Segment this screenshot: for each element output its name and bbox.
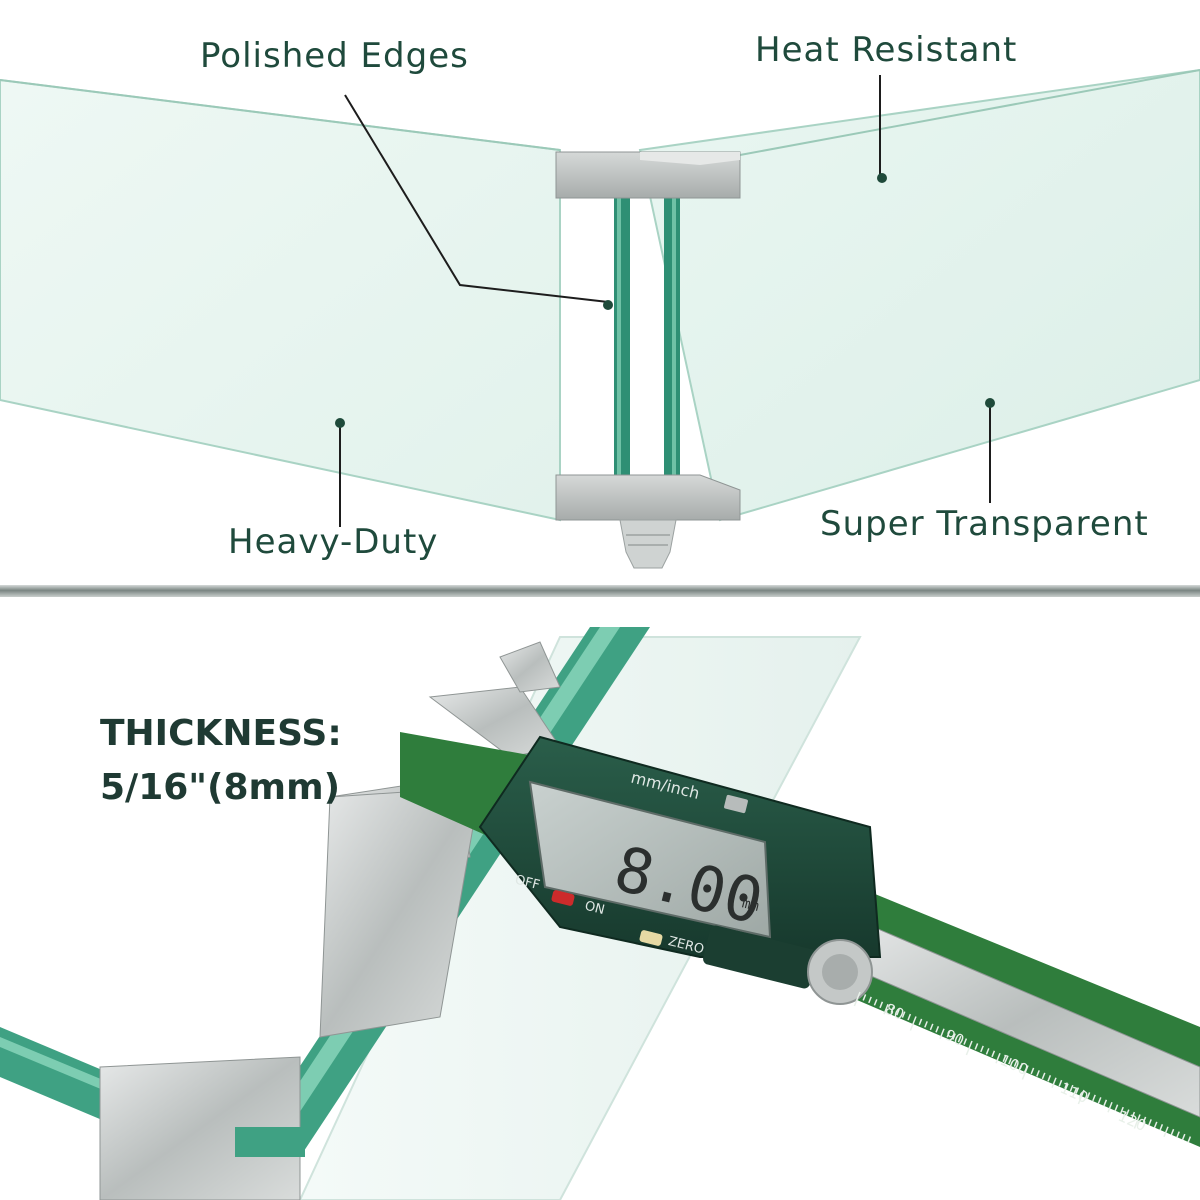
scale-tick: [946, 1030, 951, 1038]
scale-tick: [1170, 1128, 1175, 1136]
scale-tick: [939, 1028, 945, 1040]
scale-tick: [957, 1035, 962, 1043]
callout-polished: [344, 94, 609, 303]
thickness-spec: THICKNESS: 5/16"(8mm): [100, 707, 342, 815]
scale-tick: [1187, 1136, 1192, 1143]
scale-ticks: [853, 991, 1192, 1143]
scale-tick: [868, 996, 872, 1004]
scale-tick: [1041, 1072, 1046, 1080]
label-heavy-duty: Heavy-Duty: [228, 522, 439, 562]
scale-tick: [901, 1011, 906, 1018]
glass-guard-illustration: [0, 68, 1200, 569]
glass-panel-right: [638, 68, 1200, 522]
scale-tick: [896, 1008, 900, 1016]
scale-tick: [883, 1003, 889, 1015]
scale-tick: [1002, 1055, 1007, 1062]
scale-tick: [1142, 1116, 1147, 1124]
lcd-unit: mm: [740, 895, 760, 915]
scale-tick: [853, 991, 861, 1007]
scale-tick: [1036, 1070, 1040, 1077]
scale-tick: [1103, 1099, 1108, 1107]
scale-tick: [1176, 1131, 1180, 1138]
label-polished-edges: Polished Edges: [200, 36, 469, 76]
scale-tick: [985, 1048, 990, 1055]
glass-panel-left: [0, 78, 561, 522]
bottom-bracket: [555, 474, 741, 521]
scale-tick: [1086, 1092, 1091, 1099]
scale-tick: [862, 994, 867, 1001]
scale-tick: [991, 1050, 996, 1058]
off-on-button: [551, 890, 575, 906]
scale-tick: [980, 1045, 984, 1053]
scale-tick: [1021, 1065, 1029, 1080]
scale-tick: [974, 1043, 979, 1050]
scale-tick: [929, 1023, 934, 1031]
scale-tick: [1030, 1067, 1035, 1075]
scale-tick: [1058, 1079, 1063, 1087]
on-label: ON: [583, 899, 606, 918]
scale-tick: [1097, 1097, 1102, 1104]
scale-tick: [1051, 1077, 1057, 1089]
zero-button: [639, 930, 663, 946]
scale-tick: [918, 1018, 923, 1026]
section-divider: [0, 585, 1200, 597]
scale-tick: [935, 1026, 940, 1033]
scale-tick: [1131, 1111, 1136, 1119]
label-super-transparent: Super Transparent: [820, 504, 1149, 544]
label-heat-resistant: Heat Resistant: [755, 30, 1018, 70]
scale-tick: [1047, 1075, 1052, 1082]
scale-tick: [1133, 1114, 1141, 1129]
scale-tick: [1120, 1106, 1124, 1114]
scale-tick: [965, 1040, 973, 1056]
lcd-screen: [528, 780, 772, 939]
scale-tick: [924, 1021, 928, 1028]
scale-tick: [1019, 1062, 1024, 1070]
scale-tick: [879, 1001, 884, 1009]
thumb-wheel: [703, 925, 817, 989]
scale-tick: [952, 1033, 956, 1040]
scale-tick: [909, 1016, 917, 1031]
scale-tick: [1125, 1109, 1130, 1116]
glass-edge-left: [614, 195, 630, 485]
corner-bracket: [99, 1056, 301, 1200]
scale-tick: [1148, 1119, 1152, 1126]
scale-tick: [873, 999, 878, 1006]
glass-guard-photo: Polished Edges Heat Resistant Heavy-Duty…: [0, 0, 1200, 585]
thickness-value: 5/16"(8mm): [100, 767, 341, 808]
scale-tick: [1064, 1082, 1068, 1089]
scale-tick: [1107, 1101, 1113, 1113]
caliper-photo: 8.00 mm mm/inch OFF ON ZERO 80 90 100 11…: [0, 597, 1200, 1200]
thickness-title: THICKNESS:: [100, 713, 342, 754]
scale-tick: [1069, 1084, 1074, 1092]
scale-tick: [1114, 1104, 1119, 1111]
scale-tick: [1075, 1087, 1080, 1094]
scale-tick: [1077, 1089, 1085, 1105]
scale-tick: [963, 1038, 968, 1045]
scale-tick: [890, 1006, 895, 1013]
scale-tick: [1153, 1121, 1158, 1129]
scale-tick: [1092, 1094, 1096, 1102]
scale-tick: [1013, 1060, 1018, 1067]
scale-tick: [1008, 1057, 1012, 1065]
scale-tick: [1181, 1133, 1186, 1141]
off-label: OFF: [513, 873, 541, 894]
scale-tick: [907, 1013, 912, 1021]
scale-tick: [1159, 1124, 1164, 1131]
scale-tick: [995, 1052, 1001, 1064]
caliper-illustration: 8.00 mm mm/inch OFF ON ZERO 80 90 100 11…: [0, 627, 1200, 1200]
scale-tick: [1163, 1126, 1169, 1138]
